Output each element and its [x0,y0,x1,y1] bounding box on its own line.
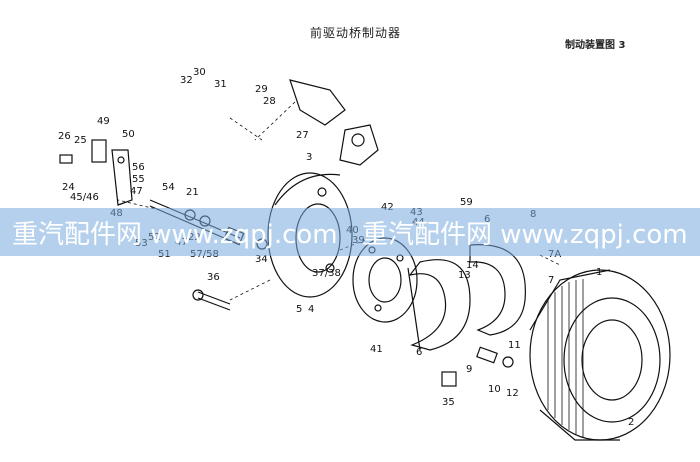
callout-49: 56 [132,162,145,173]
callout-2: 2 [628,417,634,428]
callout-23: 28 [263,96,276,107]
roller-9 [476,346,498,364]
callout-38: 45/46 [70,192,99,203]
callout-6: 6 [416,347,422,358]
callout-30: 36 [207,272,220,283]
brake-shoe-rear [469,244,526,336]
callout-31: 37/38 [312,268,341,279]
callout-47: 54 [162,182,175,193]
callout-19: 24 [62,182,75,193]
figure-label: 制动装置图 3 [565,40,626,51]
callout-15: 13 [458,270,471,281]
anchor-pin [192,289,231,311]
callout-3: 3 [306,152,312,163]
callout-29: 35 [442,397,455,408]
callout-1: 1 [596,267,602,278]
slack-adjuster [111,149,133,206]
seal-26 [59,154,73,164]
callout-22: 27 [296,130,309,141]
watermark-banner [0,208,700,256]
callout-35: 42 [381,202,394,213]
bushing-35 [441,371,457,387]
callout-24: 29 [255,84,268,95]
nut-11 [502,356,514,368]
callout-4: 4 [308,304,314,315]
callout-48: 55 [132,174,145,185]
callout-16: 14 [466,260,479,271]
callout-51: 59 [460,197,473,208]
callout-8: 7 [548,275,554,286]
callout-17: 21 [186,187,199,198]
brake-chamber [289,79,379,166]
callout-39: 47 [130,186,143,197]
callout-12: 10 [488,384,501,395]
callout-27: 32 [180,75,193,86]
brake-drum [529,269,671,441]
clevis-45 [91,139,107,163]
callout-26: 31 [214,79,227,90]
watermark-left: 重汽配件网 www.zqpj.com [12,220,338,250]
callout-21: 26 [58,131,71,142]
callout-43: 50 [122,129,135,140]
callout-34: 41 [370,344,383,355]
callout-20: 25 [74,135,87,146]
callout-25: 30 [193,67,206,78]
callout-11: 9 [466,364,472,375]
diagram-title: 前驱动桥制动器 [310,26,402,40]
watermark-right: 重汽配件网 www.zqpj.com [362,220,688,250]
brake-shoe-front [407,259,471,351]
callout-14: 12 [506,388,519,399]
callout-28: 34 [255,254,268,265]
callout-13: 11 [508,340,521,351]
callout-42: 49 [97,116,110,127]
callout-5: 5 [296,304,302,315]
